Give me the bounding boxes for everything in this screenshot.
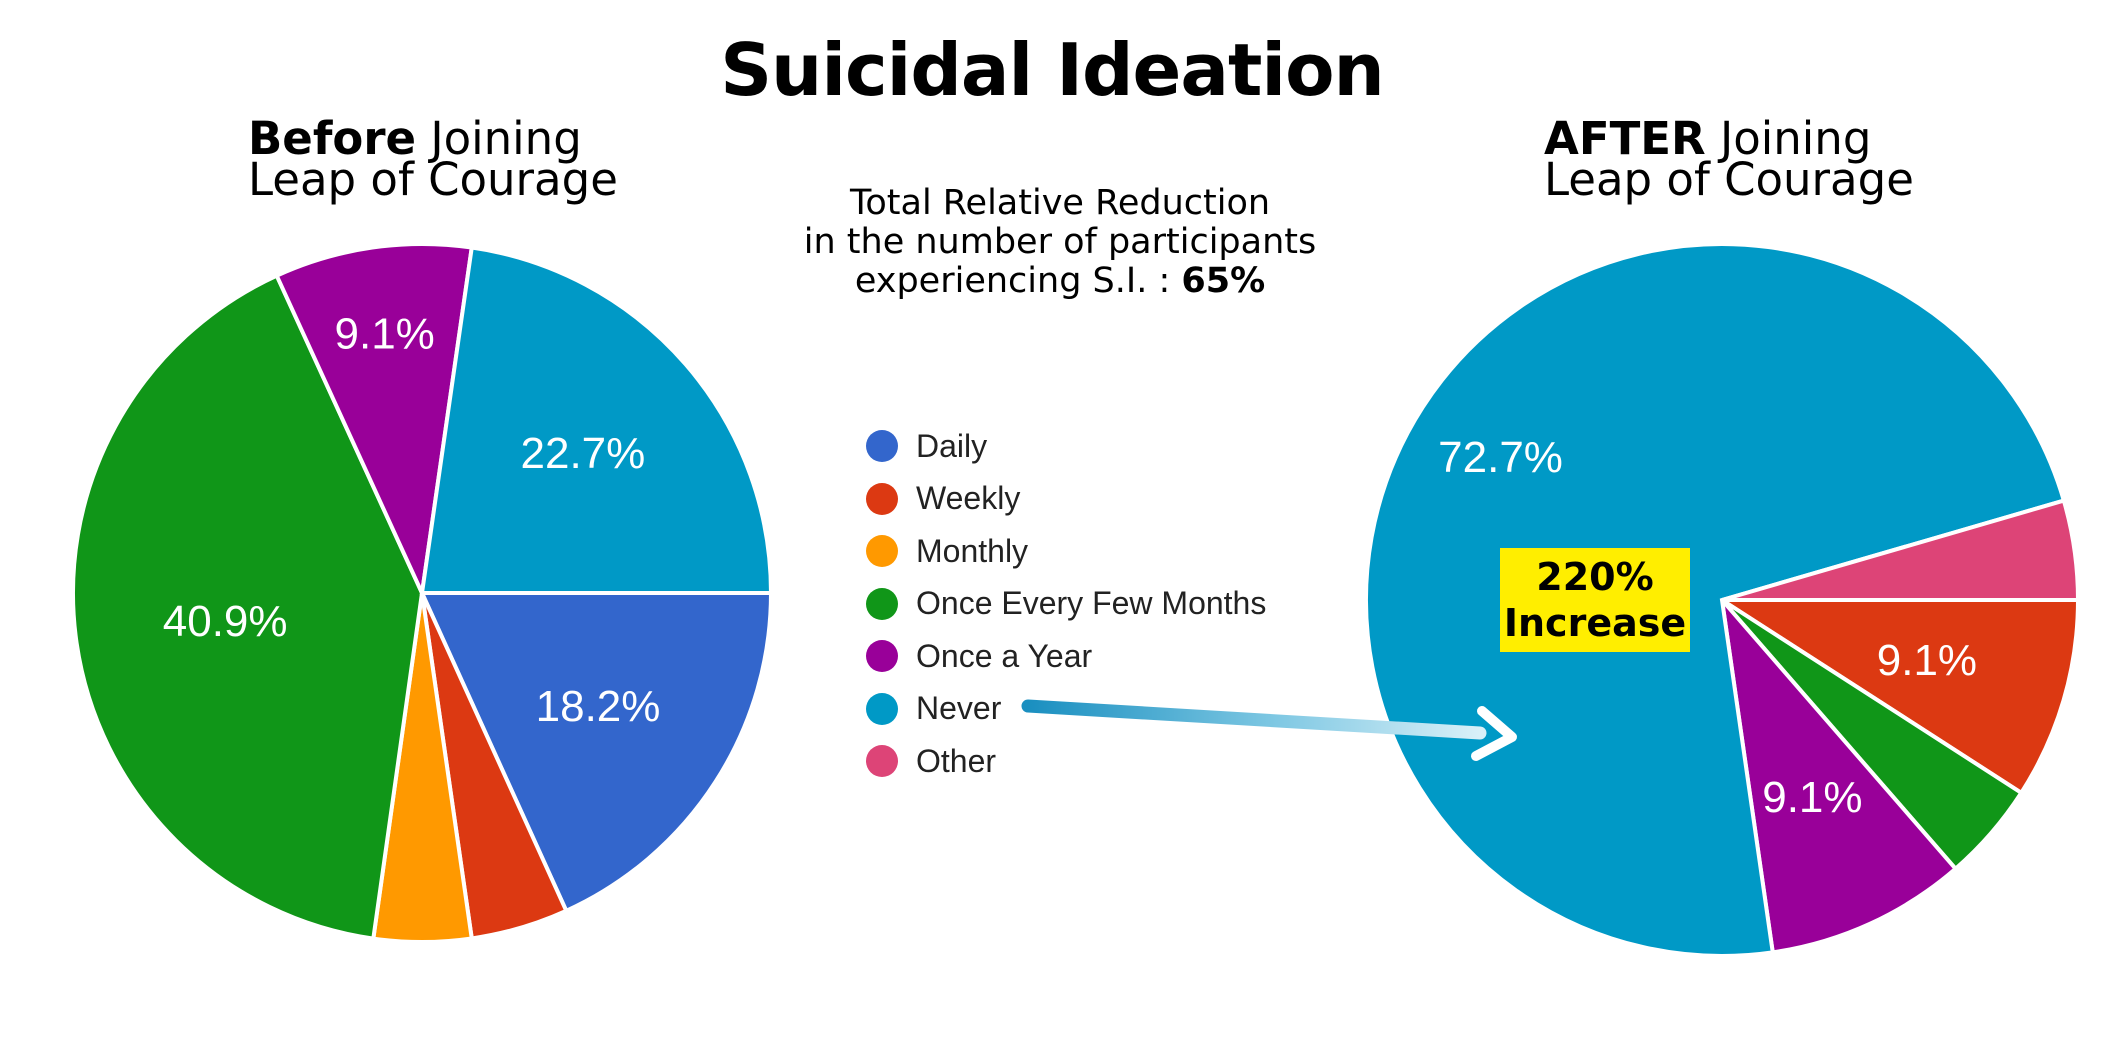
pie-data-label: 9.1%: [1877, 636, 1977, 685]
never-arrow-shaft: [1021, 699, 1487, 740]
pie-slice-once-a-year: [1719, 593, 1959, 955]
reduction-value: 65%: [1181, 261, 1266, 301]
before-pie-heading: Before Joining Leap of Courage: [248, 116, 618, 206]
legend-item: Never: [866, 683, 1266, 736]
legend-label: Never: [916, 690, 1002, 727]
after-pie-heading: AFTER Joining Leap of Courage: [1544, 116, 1914, 206]
after-heading-line2: Leap of Courage: [1544, 153, 1914, 206]
legend-swatch: [866, 482, 898, 515]
legend-label: Other: [916, 742, 997, 779]
legend-swatch: [866, 745, 898, 778]
never-arrow-head: [1471, 706, 1517, 761]
legend-swatch: [866, 535, 898, 568]
legend-swatch: [866, 587, 898, 620]
pie-slice-daily: [418, 591, 774, 914]
pie-data-label: 18.2%: [536, 682, 661, 731]
increase-badge: 220% Increase: [1500, 548, 1690, 652]
legend-label: Weekly: [916, 480, 1021, 517]
pie-slice-once-every-few-months: [71, 273, 425, 941]
legend-label: Once a Year: [916, 637, 1093, 674]
before-heading-bold: Before: [248, 112, 417, 165]
legend-swatch: [866, 430, 898, 463]
badge-percent: 220%: [1536, 555, 1654, 599]
legend-label: Daily: [916, 427, 988, 464]
after-heading-rest: Joining: [1719, 112, 1872, 165]
after-heading-line1: AFTER Joining: [1544, 116, 1914, 161]
legend-item: Daily: [866, 420, 1266, 473]
before-heading-line1: Before Joining: [248, 116, 618, 161]
pie-data-label: 22.7%: [521, 429, 646, 478]
note-line2: in the number of participants: [803, 222, 1317, 262]
after-heading-bold: AFTER: [1544, 112, 1706, 165]
badge-text: Increase: [1503, 601, 1687, 645]
note-line1: Total Relative Reduction: [849, 183, 1271, 223]
legend-item: Weekly: [866, 473, 1266, 526]
after-pie-chart: 9.1% 9.1% 72.7%: [1364, 242, 2081, 958]
note-line3-prefix: experiencing S.I. :: [854, 261, 1171, 301]
pie-slice-weekly: [1715, 598, 2081, 796]
relative-reduction-note: Total Relative Reduction in the number o…: [760, 184, 1360, 301]
pie-slice-never: [1364, 242, 2067, 958]
legend-swatch: [866, 640, 898, 673]
before-pie-chart: 18.2% 40.9% 9.1% 22.7%: [71, 242, 774, 944]
legend-label: Monthly: [916, 532, 1029, 569]
pie-data-label: 40.9%: [163, 597, 288, 646]
pie-slice-once-a-year: [274, 242, 475, 601]
before-heading-rest: Joining: [430, 112, 582, 165]
never-arrow: [1021, 699, 1517, 761]
pie-data-label: 72.7%: [1438, 433, 1563, 482]
pie-data-label: 9.1%: [1762, 773, 1862, 822]
before-heading-line2: Leap of Courage: [248, 153, 618, 206]
legend-item: Monthly: [866, 525, 1266, 578]
note-line3: experiencing S.I. : 65%: [760, 262, 1360, 301]
legend-item: Other: [866, 735, 1266, 788]
legend-item: Once a Year: [866, 630, 1266, 683]
pie-slice-never: [419, 245, 774, 595]
pie-slice-other: [1721, 498, 2081, 602]
page-title: Suicidal Ideation: [720, 28, 1385, 112]
legend-swatch: [866, 692, 898, 725]
legend-item: Once Every Few Months: [866, 578, 1266, 631]
pie-data-label: 9.1%: [335, 309, 435, 358]
legend-label: Once Every Few Months: [916, 585, 1267, 622]
